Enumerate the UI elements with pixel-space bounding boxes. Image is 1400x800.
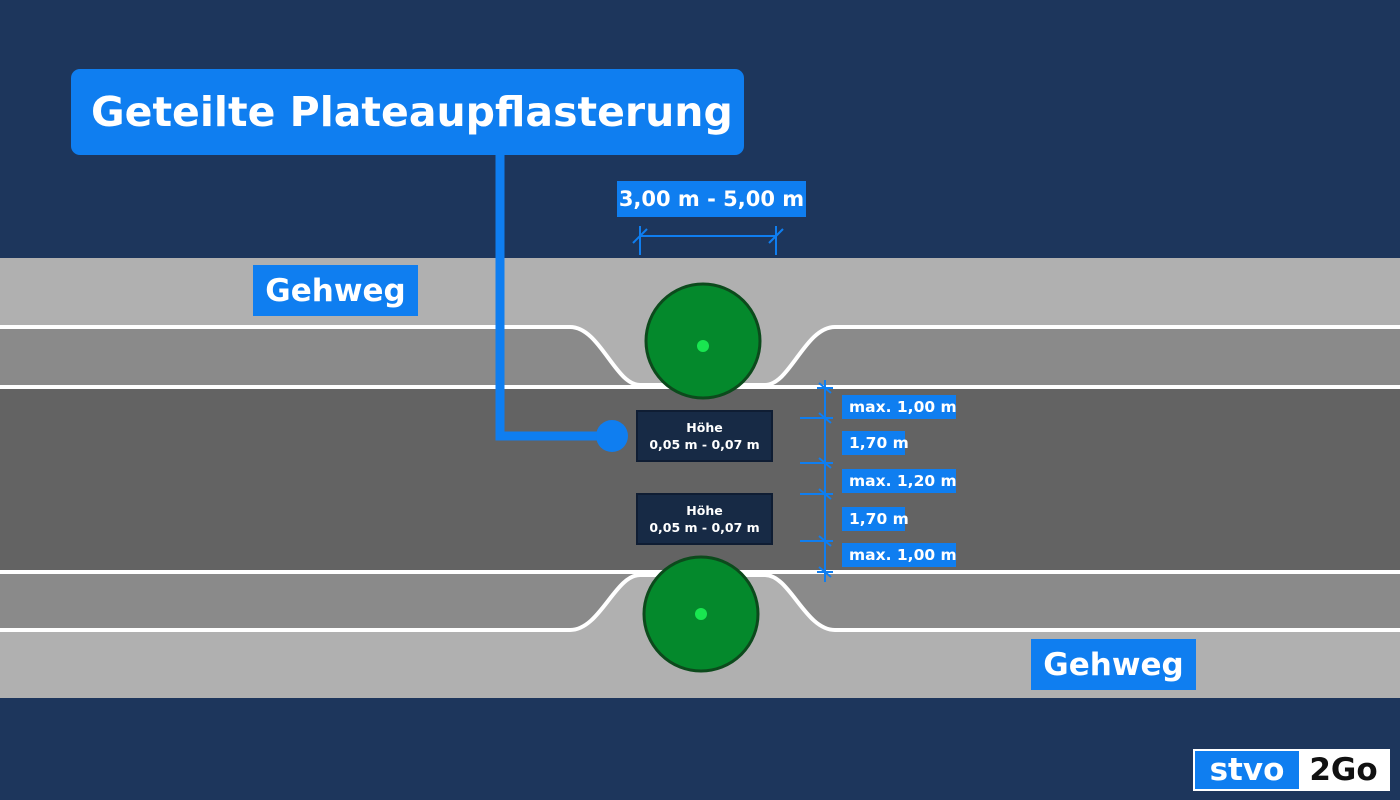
plateau-height-value: 0,05 m - 0,07 m (649, 520, 760, 535)
parking-lane-bottom (0, 572, 1400, 630)
diagram-title: Geteilte Plateaupflasterung (71, 69, 744, 155)
tree-trunk-dot (697, 340, 709, 352)
side-dimension-label: 1,70 m (842, 431, 909, 455)
callout-leader (495, 150, 612, 441)
sidewalk-label-top: Gehweg (253, 265, 418, 316)
brand-logo: stvo 2Go (1193, 749, 1390, 791)
plateau-height-label: Höhe (686, 503, 723, 518)
plateau-height-value: 0,05 m - 0,07 m (649, 437, 760, 452)
plateau-lower: Höhe 0,05 m - 0,07 m (636, 493, 773, 545)
parking-lane-top (0, 327, 1400, 388)
width-dimension-label: 3,00 m - 5,00 m (617, 181, 806, 217)
side-dimension-label: max. 1,00 m (842, 395, 957, 419)
callout-dot (596, 420, 628, 452)
tree-trunk-dot (695, 608, 707, 620)
logo-part-stvo: stvo (1195, 751, 1299, 789)
side-dimension-label: max. 1,00 m (842, 543, 957, 567)
logo-part-2go: 2Go (1299, 751, 1388, 789)
side-dimension-label: max. 1,20 m (842, 469, 957, 493)
width-dimension-line (632, 226, 784, 255)
side-dimension-line (800, 380, 833, 582)
plateau-upper: Höhe 0,05 m - 0,07 m (636, 410, 773, 462)
plateau-height-label: Höhe (686, 420, 723, 435)
side-dimension-label: 1,70 m (842, 507, 909, 531)
sidewalk-label-bottom: Gehweg (1031, 639, 1196, 690)
